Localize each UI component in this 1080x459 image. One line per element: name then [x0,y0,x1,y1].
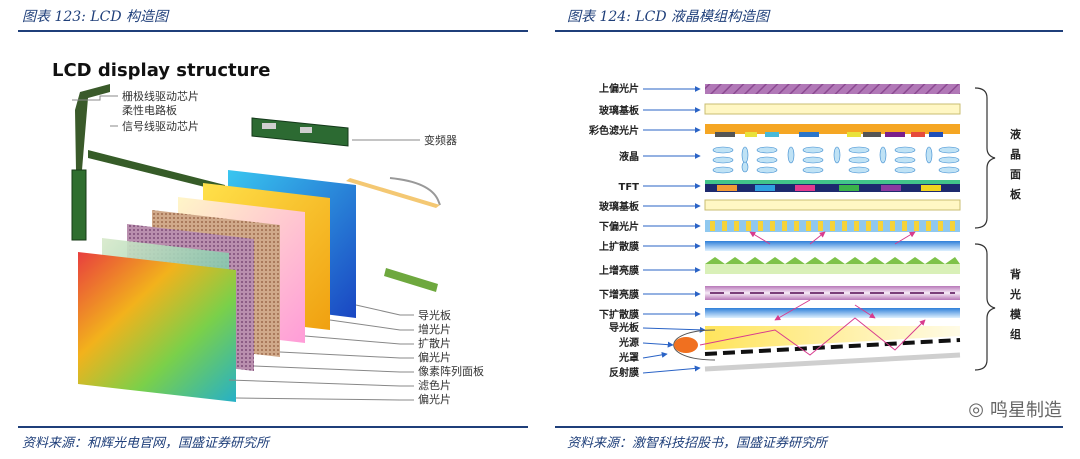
left-figure: 图表 123: LCD 构造图 LCD display structure [18,9,528,451]
gate-driver-board [71,84,225,241]
watermark-text: 鸣星制造 [990,400,1062,421]
left-figure-title: 图表 123: LCD 构造图 [22,9,169,25]
inverter-cable [389,177,441,206]
lcd-heading: LCD display structure [52,60,271,81]
r-light-source [674,337,698,353]
bracket-backlight [974,243,996,371]
r-label-light-guide: 导光板 [609,321,640,334]
r-label-reflector: 反射膜 [609,366,639,379]
r-label-top-polarizer: 上偏光片 [599,82,639,95]
left-top-rule [18,30,528,32]
r-layer-top-polarizer [705,84,960,94]
r-label-glass-2: 玻璃基板 [599,200,640,213]
r-layer-reflector [704,352,961,372]
r-label-glass-1: 玻璃基板 [599,104,640,117]
label-brightness-film: 增光片 [418,322,451,336]
lcd-module-diagram: 上偏光片 玻璃基板 彩色滤光片 液晶 TFT 玻璃基板 下偏光片 上扩散膜 上增… [588,82,1022,379]
lcd-exploded-diagram: 栅极线驱动芯片 柔性电路板 信号线驱动芯片 变频器 导光板 增光片 扩散片 偏光… [71,84,484,406]
r-label-bottom-polarizer: 下偏光片 [599,220,639,233]
r-label-bottom-diffuser: 下扩散膜 [599,308,639,321]
r-layer-bottom-polarizer [705,220,960,232]
label-diffuser: 扩散片 [418,336,451,350]
r-label-bottom-brightness: 下增亮膜 [599,288,639,301]
label-source-driver: 信号线驱动芯片 [122,119,199,133]
r-layer-bottom-brightness [705,286,960,300]
right-figure: 图表 124: LCD 液晶模组构造图 上偏光片 [555,0,1080,459]
r-layer-top-diffuser [705,241,960,251]
r-lamp-cover [673,329,716,361]
layer-polarizer-front [78,252,236,402]
right-source: 资料来源：激智科技招股书，国盛证券研究所 [567,436,828,451]
r-label-lamp-cover: 光罩 [618,351,639,364]
label-inverter: 变频器 [424,133,457,147]
backlight-strip [384,268,438,292]
lamp-tube [346,178,440,208]
group-label-panel: 液晶面板 [1010,127,1022,201]
r-label-top-diffuser: 上扩散膜 [599,240,639,253]
group-label-backlight: 背光模组 [1009,267,1022,341]
r-label-liquid-crystal: 液晶 [619,150,639,163]
r-label-tft: TFT [619,182,640,193]
label-flex-board: 柔性电路板 [122,103,177,117]
r-label-light-source: 光源 [618,336,639,349]
r-layer-color-filter [705,124,960,137]
right-bottom-rule [555,426,1063,428]
r-layer-bottom-diffuser [705,308,960,318]
r-label-top-brightness: 上增亮膜 [599,264,639,277]
r-label-color-filter: 彩色滤光片 [588,124,639,137]
r-layer-liquid-crystal [712,146,960,174]
source-driver-board [251,117,349,147]
right-figure-title: 图表 124: LCD 液晶模组构造图 [567,9,770,25]
label-polarizer-1: 偏光片 [418,350,451,364]
label-polarizer-2: 偏光片 [418,392,451,406]
wechat-icon: ◎ [968,398,984,420]
label-light-guide: 导光板 [418,308,451,322]
r-layer-light-guide [705,326,960,350]
r-layer-dashed-reflect [704,338,961,356]
label-pixel-array: 像素阵列面板 [418,364,484,378]
label-color-filter: 滤色片 [418,378,451,392]
bracket-panel [974,87,996,229]
left-bottom-rule [18,426,528,428]
r-layer-glass-1 [704,103,961,115]
right-top-rule [555,30,1063,32]
left-source: 资料来源：和辉光电官网，国盛证券研究所 [22,436,270,451]
r-layer-glass-2 [704,199,961,211]
label-gate-driver: 栅极线驱动芯片 [122,89,199,103]
r-layer-tft [705,180,960,192]
r-layer-top-brightness [705,257,960,274]
watermark: ◎ 鸣星制造 [968,396,1062,422]
